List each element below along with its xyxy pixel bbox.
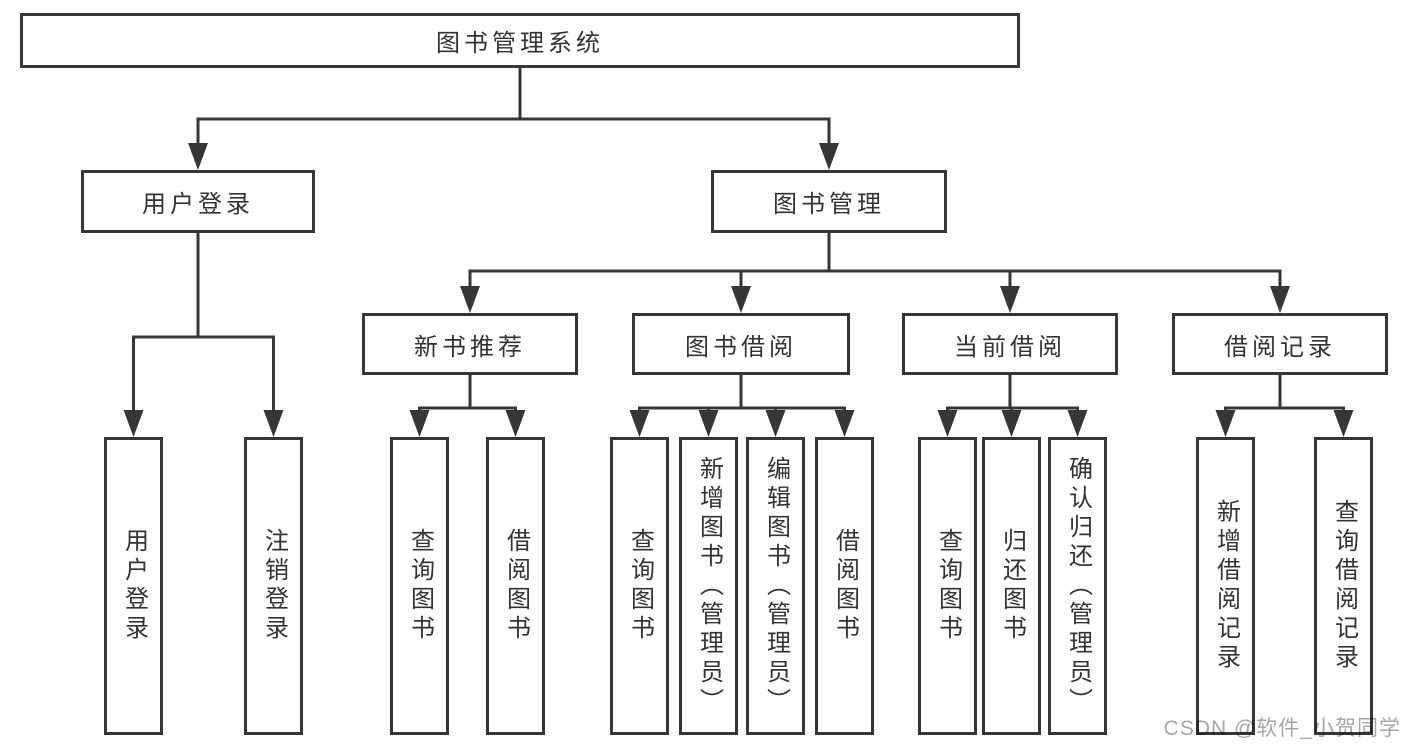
- arrowhead-icon: [1215, 410, 1236, 437]
- leaf-borrow-books-recommend-label: 借阅图书: [502, 528, 530, 644]
- leaf-add-books-admin-label: 新增图书（管理员）: [695, 455, 723, 717]
- arrowhead-icon: [123, 410, 144, 437]
- arrowhead-icon: [409, 410, 430, 437]
- arrowhead-icon: [765, 410, 786, 437]
- leaf-query-books-borrow-label: 查询图书: [626, 528, 654, 644]
- node-borrow-records: 借阅记录: [1172, 313, 1388, 375]
- leaf-confirm-return-admin: 确认归还（管理员）: [1048, 437, 1107, 735]
- leaf-confirm-return-admin-label: 确认归还（管理员）: [1064, 455, 1092, 717]
- arrowhead-icon: [731, 286, 751, 313]
- leaf-user-login: 用户登录: [104, 437, 163, 735]
- leaf-borrow-books-recommend: 借阅图书: [486, 437, 545, 735]
- leaf-query-books-current: 查询图书: [918, 437, 977, 735]
- leaf-query-borrow-record: 查询借阅记录: [1314, 437, 1373, 735]
- arrowhead-icon: [460, 286, 480, 313]
- node-current-borrow: 当前借阅: [902, 313, 1118, 375]
- leaf-user-login-label: 用户登录: [120, 528, 148, 644]
- leaf-logout: 注销登录: [244, 437, 303, 735]
- arrowhead-icon: [1000, 286, 1020, 313]
- arrowhead-icon: [1270, 286, 1290, 313]
- leaf-query-books-current-label: 查询图书: [934, 528, 962, 644]
- leaf-return-books: 归还图书: [982, 437, 1041, 735]
- leaf-add-borrow-record: 新增借阅记录: [1196, 437, 1255, 735]
- leaf-borrow-books: 借阅图书: [815, 437, 874, 735]
- leaf-return-books-label: 归还图书: [998, 528, 1026, 644]
- watermark: CSDN @软件_小贺同学: [1163, 717, 1401, 740]
- leaf-borrow-books-label: 借阅图书: [831, 528, 859, 644]
- arrowhead-icon: [1333, 410, 1354, 437]
- arrowhead-icon: [263, 410, 284, 437]
- node-new-book-recommend: 新书推荐: [362, 313, 578, 375]
- node-book-borrow: 图书借阅: [632, 313, 850, 375]
- arrowhead-icon: [188, 143, 208, 170]
- arrowhead-icon: [1067, 410, 1088, 437]
- arrowhead-icon: [819, 143, 839, 170]
- leaf-query-books-borrow: 查询图书: [610, 437, 669, 735]
- leaf-query-borrow-record-label: 查询借阅记录: [1330, 499, 1358, 673]
- node-library-system: 图书管理系统: [20, 13, 1020, 68]
- leaf-add-borrow-record-label: 新增借阅记录: [1212, 499, 1240, 673]
- arrowhead-icon: [698, 410, 719, 437]
- arrowhead-icon: [1001, 410, 1022, 437]
- arrowhead-icon: [505, 410, 526, 437]
- arrowhead-icon: [834, 410, 855, 437]
- node-book-management: 图书管理: [711, 170, 947, 233]
- arrowhead-icon: [937, 410, 958, 437]
- leaf-add-books-admin: 新增图书（管理员）: [679, 437, 738, 735]
- leaf-edit-books-admin-label: 编辑图书（管理员）: [762, 455, 790, 717]
- leaf-query-books-recommend: 查询图书: [390, 437, 449, 735]
- leaf-logout-label: 注销登录: [260, 528, 288, 644]
- node-user-login: 用户登录: [81, 170, 315, 233]
- leaf-query-books-recommend-label: 查询图书: [406, 528, 434, 644]
- arrowhead-icon: [629, 410, 650, 437]
- leaf-edit-books-admin: 编辑图书（管理员）: [746, 437, 805, 735]
